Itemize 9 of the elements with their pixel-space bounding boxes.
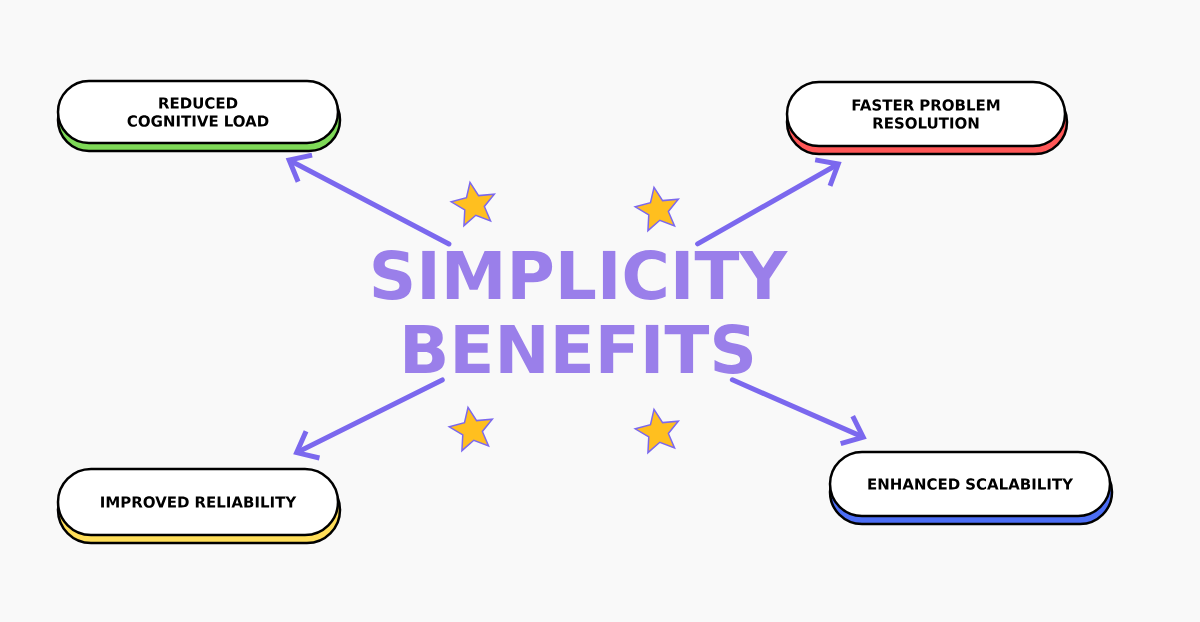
pill-box: REDUCED COGNITIVE LOAD	[56, 79, 342, 153]
pill-box: ENHANCED SCALABILITY	[828, 450, 1114, 526]
arrow	[695, 157, 842, 247]
pill-box: FASTER PROBLEM RESOLUTION	[785, 80, 1069, 156]
title-text: SIMPLICITY BENEFITS	[373, 250, 788, 374]
arrow	[285, 152, 452, 247]
arrow	[293, 377, 445, 461]
arrow	[729, 377, 867, 447]
pill-box: IMPROVED RELIABILITY	[56, 467, 342, 545]
